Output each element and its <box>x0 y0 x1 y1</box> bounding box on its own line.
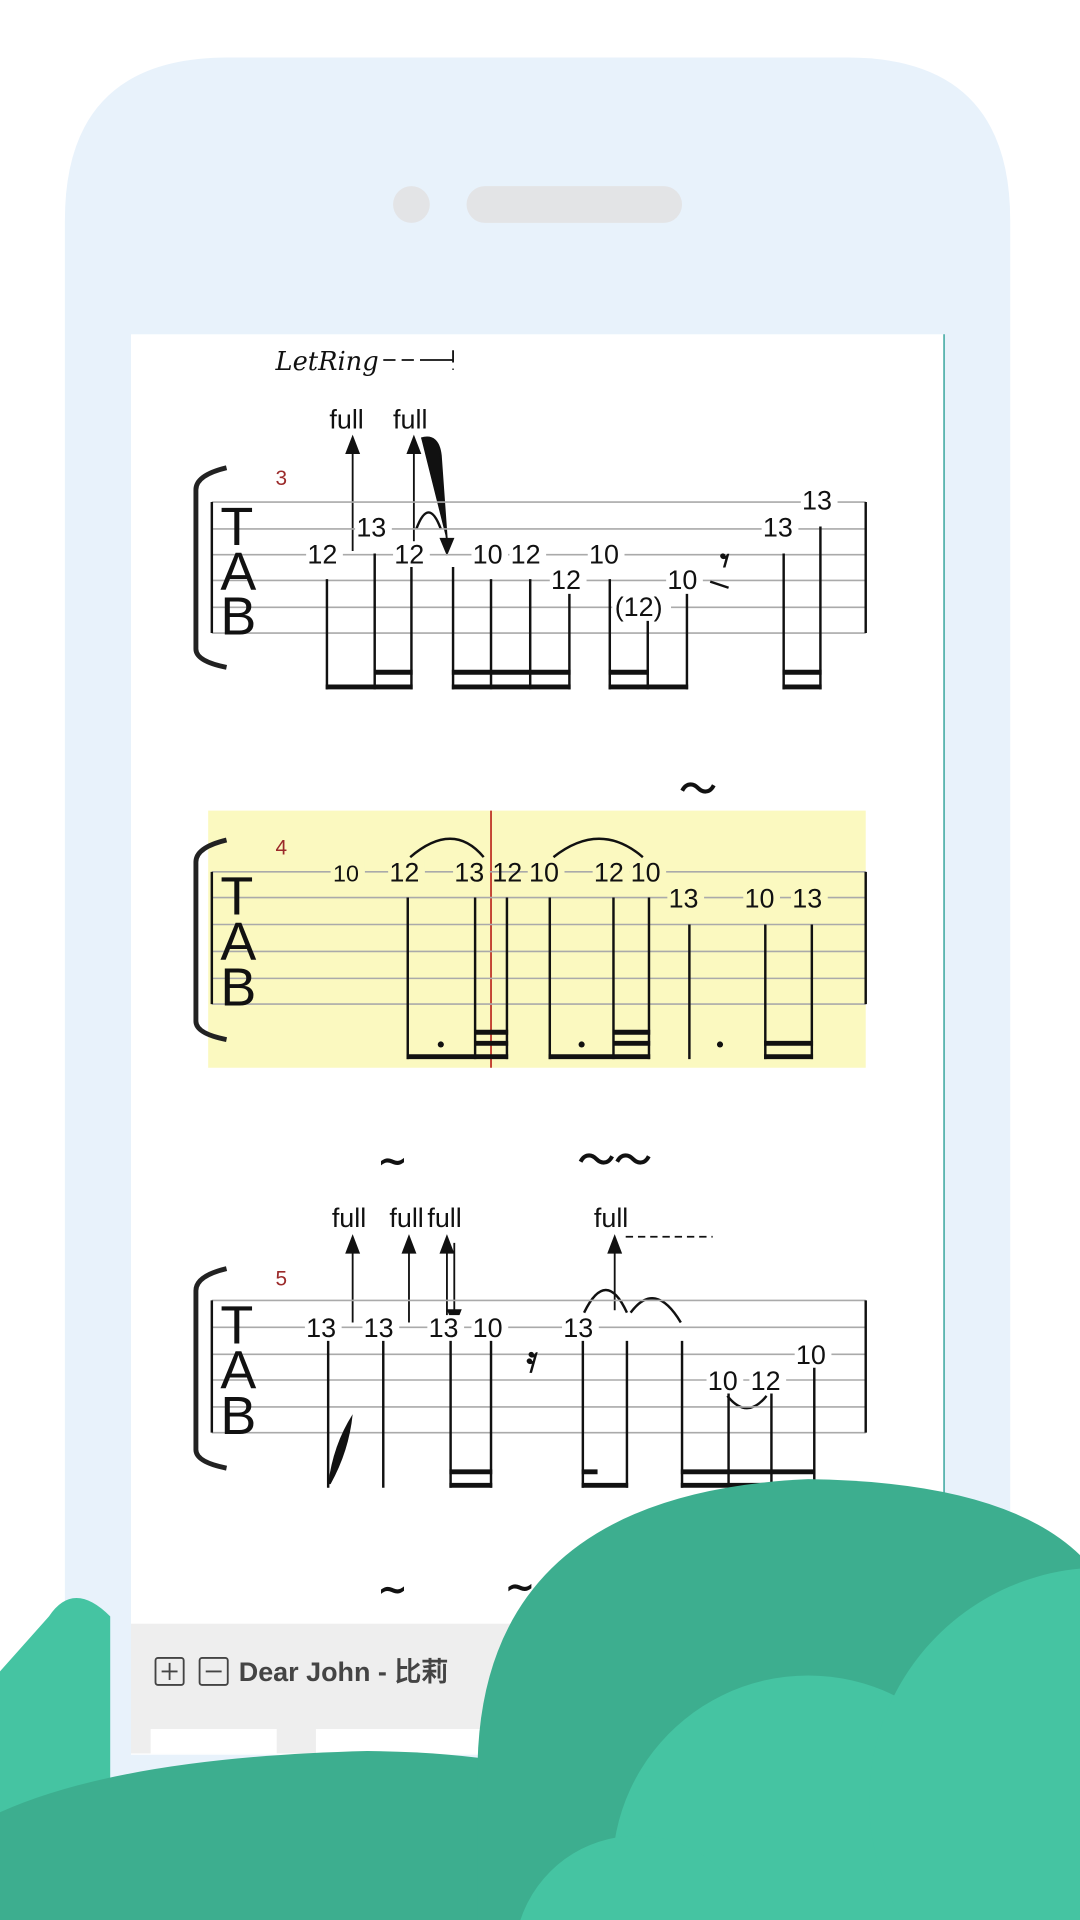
zoom-out-button[interactable] <box>198 1657 229 1686</box>
svg-text:13: 13 <box>356 512 386 542</box>
svg-text:13: 13 <box>763 512 793 542</box>
bracket <box>193 1266 228 1471</box>
svg-text:10: 10 <box>473 539 503 569</box>
song-title: Dear John - 比莉 <box>239 1657 448 1687</box>
decorative-clouds <box>0 1479 1080 1920</box>
svg-text:12: 12 <box>307 539 337 569</box>
zoom-in-button[interactable] <box>154 1657 185 1686</box>
svg-text:12: 12 <box>594 858 624 888</box>
measure-5[interactable]: ~ 〜〜 full full full full 5 T A B 13 13 1… <box>193 1139 867 1611</box>
tab-clef-t: T <box>220 1295 253 1355</box>
svg-text:13: 13 <box>306 1313 336 1343</box>
tab-clef-a: A <box>220 1341 256 1401</box>
vibrato-icon: ~ <box>377 1568 408 1611</box>
fret-numbers: 10 12 13 12 10 12 10 13 10 13 <box>330 858 828 913</box>
plus-box-icon <box>154 1657 185 1686</box>
svg-text:10: 10 <box>744 883 774 913</box>
svg-text:12: 12 <box>551 565 581 595</box>
toolbar-button[interactable] <box>315 1728 488 1754</box>
svg-text:12: 12 <box>389 858 419 888</box>
tab-clef-b: B <box>220 957 256 1017</box>
svg-text:13: 13 <box>364 1313 394 1343</box>
svg-text:10: 10 <box>667 565 697 595</box>
svg-text:13: 13 <box>802 485 832 515</box>
tab-clef-b: B <box>220 586 256 646</box>
bend-label: full <box>427 1203 461 1233</box>
vibrato-icon: 〜 <box>680 768 717 811</box>
phone-camera <box>393 186 430 223</box>
svg-text:10: 10 <box>473 1313 503 1343</box>
svg-text:10: 10 <box>589 539 619 569</box>
bracket <box>193 837 228 1042</box>
svg-text:(12): (12) <box>615 592 663 622</box>
svg-text:13: 13 <box>563 1313 593 1343</box>
bend-label: full <box>594 1203 628 1233</box>
measure-number: 5 <box>276 1268 288 1291</box>
bend-label: full <box>393 405 427 435</box>
let-ring-label: LetRing <box>275 347 379 377</box>
measure-number: 4 <box>276 837 288 860</box>
tab-clef-t: T <box>220 497 253 557</box>
vibrato-icon: 〜〜 <box>578 1139 651 1182</box>
svg-text:12: 12 <box>394 539 424 569</box>
eighth-rest-icon: 𝄾 <box>720 539 730 582</box>
toolbar-button[interactable] <box>150 1728 277 1754</box>
svg-text:10: 10 <box>631 858 661 888</box>
measure-number: 3 <box>276 467 288 490</box>
svg-text:10: 10 <box>333 861 359 887</box>
measure-3[interactable]: LetRing full full 3 T A B 12 13 12 10 12… <box>193 347 867 690</box>
svg-text:13: 13 <box>792 883 822 913</box>
tab-clef-a: A <box>220 912 256 972</box>
selection-highlight <box>208 810 866 1068</box>
svg-text:10: 10 <box>708 1366 738 1396</box>
svg-text:12: 12 <box>751 1366 781 1396</box>
svg-text:12: 12 <box>492 858 522 888</box>
svg-text:13: 13 <box>429 1313 459 1343</box>
bend-label: full <box>332 1203 366 1233</box>
vibrato-icon: ~ <box>377 1139 408 1182</box>
svg-text:10: 10 <box>796 1340 826 1370</box>
svg-text:13: 13 <box>669 883 699 913</box>
bend-label: full <box>329 405 363 435</box>
phone-speaker <box>466 186 683 223</box>
tab-clef-b: B <box>220 1386 256 1446</box>
measure-4[interactable]: 〜 4 T A B 10 12 13 12 10 12 10 13 10 13 <box>193 768 867 1068</box>
fret-numbers: 12 13 12 10 12 12 10 (12) 10 13 13 <box>306 485 838 622</box>
svg-text:12: 12 <box>511 539 541 569</box>
svg-text:10: 10 <box>529 858 559 888</box>
tab-clef-t: T <box>220 867 253 927</box>
svg-text:13: 13 <box>454 858 484 888</box>
fret-numbers: 13 13 13 10 13 10 12 10 <box>304 1313 832 1396</box>
eighth-rest-icon: 𝄿 <box>527 1337 539 1380</box>
bracket <box>193 465 228 670</box>
tab-clef-a: A <box>220 542 256 602</box>
minus-box-icon <box>198 1657 229 1686</box>
bend-label: full <box>389 1203 423 1233</box>
